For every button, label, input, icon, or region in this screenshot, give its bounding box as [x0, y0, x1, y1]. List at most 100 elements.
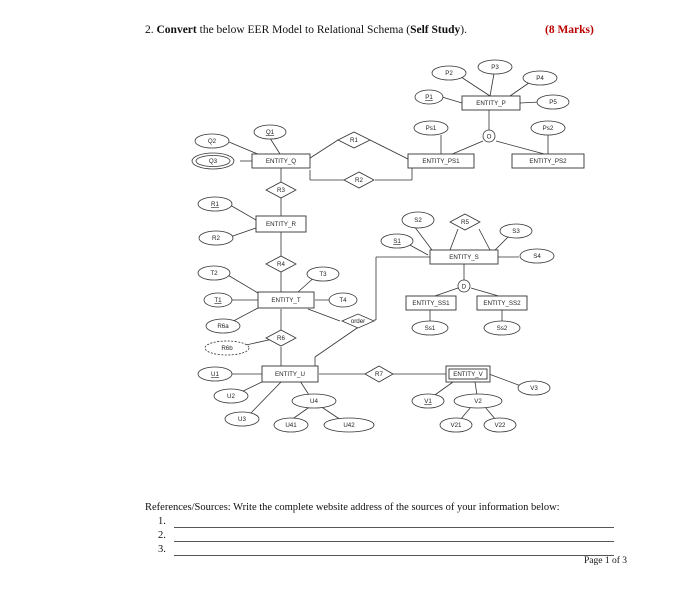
- attr-v1-label: V1: [424, 398, 432, 405]
- entity-r-label: ENTITY_R: [266, 221, 296, 228]
- attr-u42-label: U42: [343, 422, 355, 429]
- rel-r1: R1: [337, 131, 371, 149]
- entity-ps2: ENTITY_PS2: [511, 153, 585, 169]
- attr-v3-label: V3: [530, 385, 538, 392]
- attr-q2: Q2: [194, 133, 230, 149]
- reference-number: 1.: [158, 516, 166, 527]
- attr-u4: U4: [291, 393, 337, 409]
- attr-u41-label: U41: [285, 422, 297, 429]
- attr-v22-label: V22: [494, 422, 506, 429]
- attr-q3: Q3: [191, 152, 235, 170]
- attr-r2-label: R2: [212, 235, 220, 242]
- entity-q-label: ENTITY_Q: [266, 158, 296, 165]
- attr-t3: T3: [306, 266, 340, 282]
- attr-t2: T2: [197, 265, 231, 281]
- attr-ps2-label: Ps2: [543, 125, 554, 132]
- attr-r6a-label: R6a: [217, 323, 229, 330]
- attr-p2: P2: [431, 65, 467, 81]
- reference-line-2[interactable]: 2.: [158, 530, 614, 542]
- question-text: 2. Convert the below EER Model to Relati…: [145, 24, 467, 36]
- question-middle: the below EER Model to Relational Schema…: [199, 24, 411, 36]
- attr-u42: U42: [323, 417, 375, 433]
- attr-r1-label: R1: [211, 201, 219, 208]
- attr-p1-label: P1: [425, 94, 433, 101]
- rel-r4-label: R4: [277, 261, 285, 268]
- attr-p5-label: P5: [549, 99, 557, 106]
- attr-v1: V1: [411, 393, 445, 409]
- entity-r: ENTITY_R: [255, 215, 307, 233]
- attr-p5: P5: [536, 94, 570, 110]
- attr-u41: U41: [273, 417, 309, 433]
- question-bold: Self Study: [410, 24, 461, 36]
- entity-ps1-label: ENTITY_PS1: [422, 158, 460, 165]
- attr-s1: S1: [380, 233, 414, 249]
- attr-r6b-label: R6b: [221, 345, 233, 352]
- attr-ss2: Ss2: [483, 320, 521, 336]
- entity-ss1: ENTITY_SS1: [405, 295, 457, 311]
- attr-u4-label: U4: [310, 398, 318, 405]
- rel-r6: R6: [265, 329, 297, 347]
- reference-line-3[interactable]: 3.: [158, 544, 614, 556]
- attr-v2: V2: [453, 393, 503, 409]
- rel-r1-label: R1: [350, 137, 358, 144]
- attr-t4: T4: [328, 292, 358, 308]
- attr-ss1: Ss1: [411, 320, 449, 336]
- attr-p3: P3: [477, 59, 513, 75]
- attr-t3-label: T3: [319, 271, 327, 278]
- attr-r1: R1: [197, 196, 233, 212]
- specialization-d: D: [457, 279, 471, 293]
- entity-p-label: ENTITY_P: [476, 100, 506, 107]
- entity-ss1-label: ENTITY_SS1: [412, 300, 450, 307]
- question-number: 2.: [145, 24, 154, 36]
- attr-s2: S2: [401, 211, 435, 229]
- attr-r2: R2: [198, 230, 234, 246]
- rel-order-label: order: [351, 318, 365, 325]
- attr-q1-label: Q1: [266, 129, 275, 136]
- attr-q3-label: Q3: [209, 158, 218, 165]
- attr-t2-label: T2: [210, 270, 218, 277]
- attr-p2-label: P2: [445, 70, 453, 77]
- entity-v-label: ENTITY_V: [453, 371, 483, 378]
- attr-t4-label: T4: [339, 297, 347, 304]
- attr-t1-label: T1: [214, 297, 222, 304]
- references-heading: References/Sources: Write the complete w…: [145, 502, 560, 513]
- rel-r7-label: R7: [375, 371, 383, 378]
- attr-p4: P4: [522, 70, 558, 86]
- attr-q1: Q1: [253, 124, 287, 140]
- rel-r5-label: R5: [461, 219, 469, 226]
- attr-s4-label: S4: [533, 253, 541, 260]
- rel-r2: R2: [343, 171, 375, 189]
- reference-number: 3.: [158, 544, 166, 555]
- reference-number: 2.: [158, 530, 166, 541]
- attr-p4-label: P4: [536, 75, 544, 82]
- rel-order: order: [341, 313, 375, 329]
- entity-p: ENTITY_P: [461, 95, 521, 111]
- marks-label: (8 Marks): [545, 24, 594, 36]
- attr-u1-label: U1: [211, 371, 219, 378]
- entity-u: ENTITY_U: [261, 365, 319, 383]
- attr-u1: U1: [197, 366, 233, 382]
- rel-r3: R3: [265, 181, 297, 199]
- attr-ps1-label: Ps1: [426, 125, 437, 132]
- attr-q2-label: Q2: [208, 138, 217, 145]
- attr-v3: V3: [517, 380, 551, 396]
- entity-s: ENTITY_S: [429, 249, 499, 265]
- reference-line-1[interactable]: 1.: [158, 516, 614, 528]
- entity-q: ENTITY_Q: [251, 153, 311, 169]
- attr-p1: P1: [414, 89, 444, 105]
- attr-s4: S4: [519, 248, 555, 264]
- question-verb: Convert: [156, 24, 197, 36]
- attr-s2-label: S2: [414, 217, 422, 224]
- rel-r2-label: R2: [355, 177, 363, 184]
- specialization-o: O: [482, 129, 496, 143]
- attr-u2-label: U2: [227, 393, 235, 400]
- attr-ps1: Ps1: [413, 120, 449, 136]
- rel-r5: R5: [449, 213, 481, 231]
- entity-ps2-label: ENTITY_PS2: [529, 158, 567, 165]
- attr-ss1-label: Ss1: [425, 325, 436, 332]
- specialization-o-label: O: [487, 134, 492, 141]
- entity-s-label: ENTITY_S: [449, 254, 479, 261]
- attr-ps2: Ps2: [530, 120, 566, 136]
- rel-r3-label: R3: [277, 187, 285, 194]
